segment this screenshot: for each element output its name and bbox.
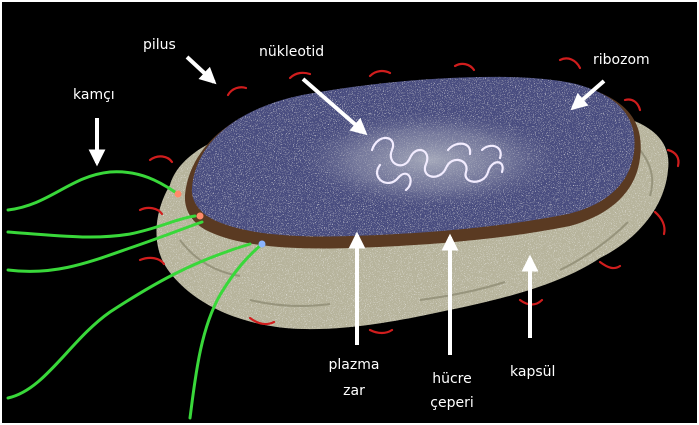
- label-nukleotid: nükleotid: [259, 44, 324, 61]
- label-kapsul: kapsül: [510, 364, 555, 381]
- label-plazma-zar: plazma zar: [318, 357, 390, 400]
- label-plazma-line2: zar: [318, 383, 390, 400]
- label-pilus: pilus: [143, 37, 176, 54]
- label-kamci: kamçı: [73, 87, 115, 104]
- label-plazma-line1: plazma: [318, 357, 390, 374]
- nucleoid-region: [300, 112, 560, 208]
- label-hucre-ceperi: hücre çeperi: [415, 371, 489, 412]
- label-ribozom: ribozom: [593, 52, 650, 69]
- label-hucre-line1: hücre: [415, 371, 489, 388]
- label-hucre-line2: çeperi: [415, 395, 489, 412]
